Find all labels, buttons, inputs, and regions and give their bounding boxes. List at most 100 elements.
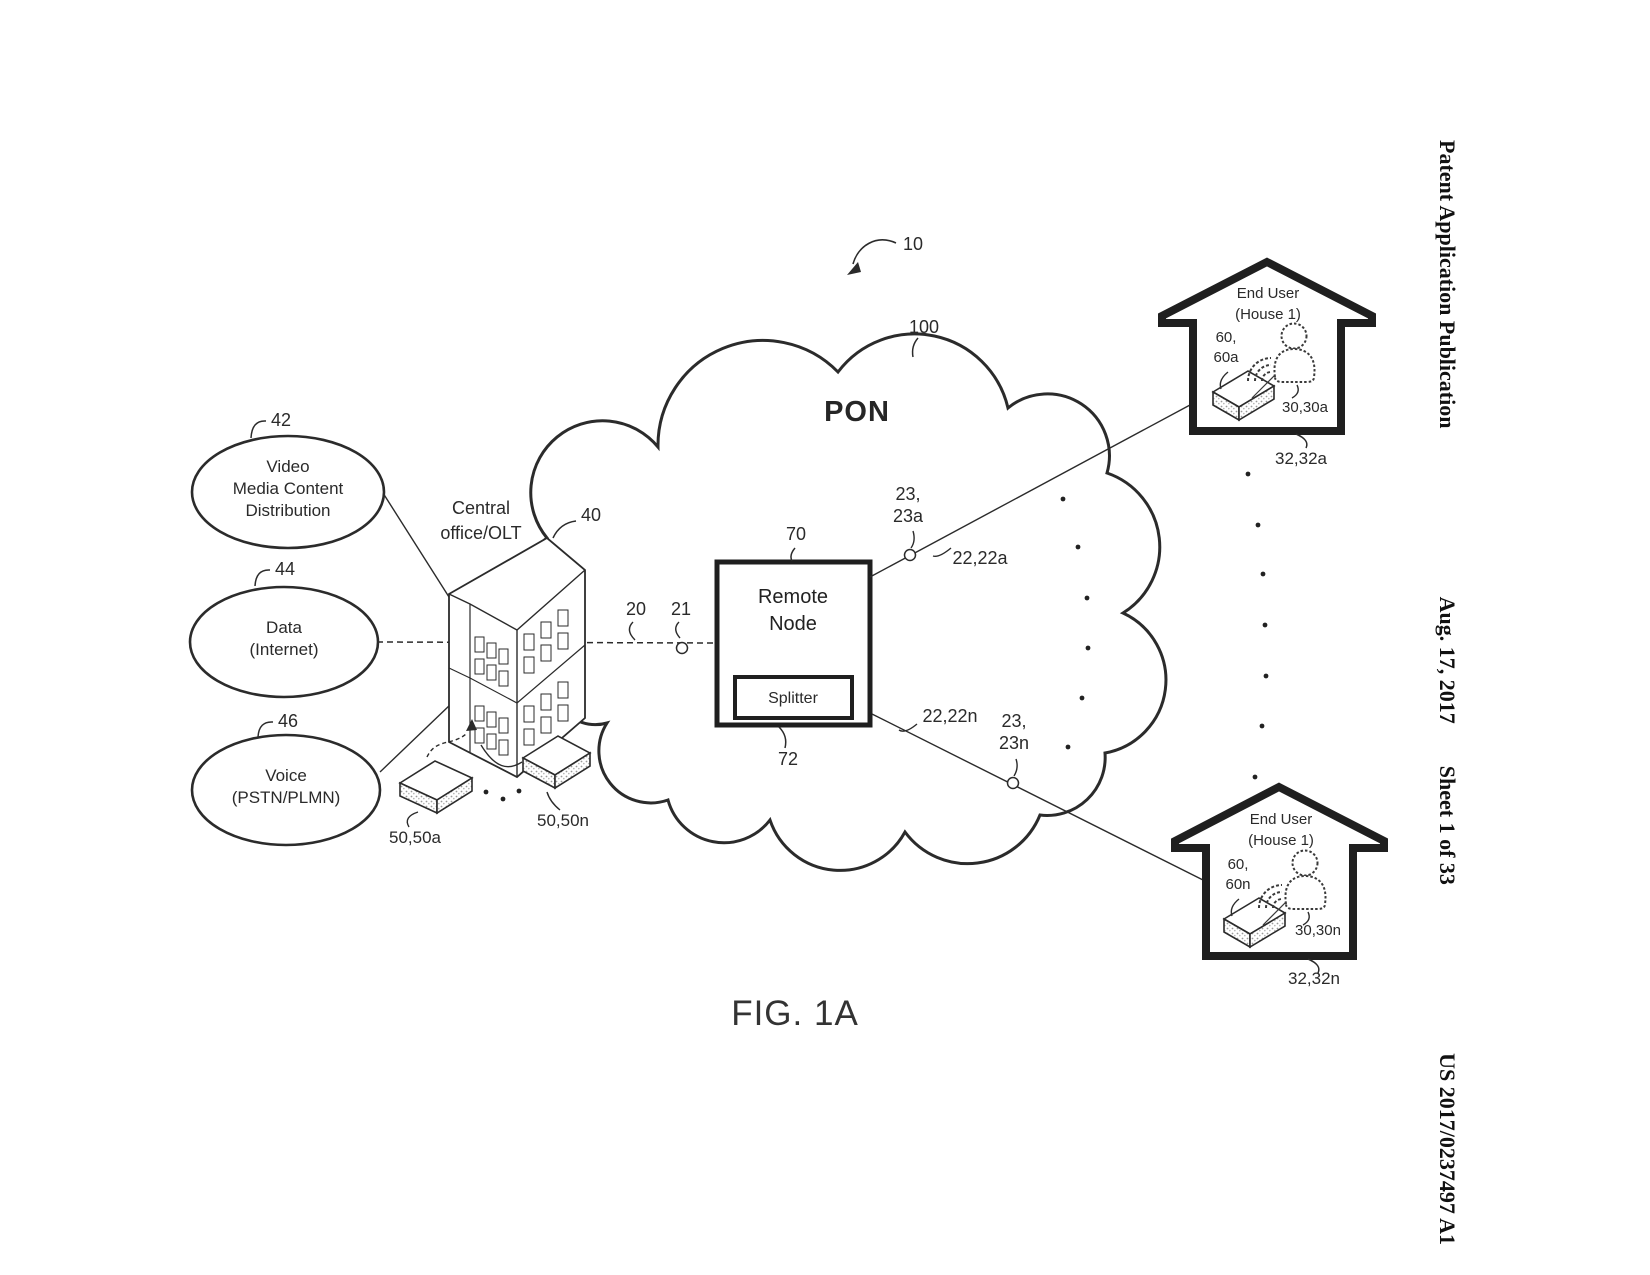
ref44-leader (254, 569, 271, 587)
remote-node-line2: Node (769, 613, 817, 635)
header-date-sheet: Aug. 17, 2017 Sheet 1 of 33 (1434, 597, 1460, 885)
ref22n-leader (898, 723, 918, 732)
voice-line1: Voice (265, 766, 307, 785)
house-bottom-ref: 32,32n (1288, 969, 1340, 988)
central-office-line2: office/OLT (440, 523, 522, 543)
remote-node-label: Remote Node (758, 584, 828, 638)
lower-port-line1: 23, (1001, 711, 1027, 731)
onu-modem-icon (1211, 370, 1276, 422)
upper-fiber-ref: 22,22a (952, 548, 1008, 568)
header-sheet: Sheet 1 of 33 (1435, 765, 1460, 885)
voice-ellipse (190, 733, 382, 847)
voice-line (379, 703, 452, 773)
splitter-label: Splitter (768, 690, 818, 707)
central-office-line1: Central (451, 498, 511, 518)
data-ref: 44 (274, 559, 296, 579)
house-top-ref: 32,32a (1275, 449, 1327, 468)
feeder-ref-21: 21 (670, 599, 692, 619)
card50n-connector (480, 744, 523, 768)
ref30-leader (1291, 384, 1299, 399)
splice-marker-21 (675, 641, 689, 655)
system-ref: 10 (902, 234, 924, 254)
line-card-50n (521, 735, 592, 790)
upper-port-line1: 23, (895, 484, 921, 504)
house-interior-graphic (1211, 322, 1316, 422)
data-ellipse (188, 585, 380, 699)
onu-bottom-line2: 60n (1225, 876, 1251, 893)
ref32n-leader (1307, 958, 1320, 974)
ref23n-leader (1013, 758, 1018, 777)
ref21-leader (675, 621, 681, 639)
data-line2: (Internet) (249, 640, 319, 659)
header-publication: Patent Application Publication (1435, 140, 1460, 429)
remote-node-ref: 70 (785, 524, 807, 544)
lower-fiber-line (871, 713, 1206, 882)
upper-fiber-line (869, 404, 1191, 578)
system-ref-arrow (847, 239, 897, 275)
video-line (382, 492, 450, 598)
splitter-ref: 72 (777, 749, 799, 769)
splitter-box (733, 675, 854, 720)
house-bottom-title1: End User (1249, 811, 1313, 828)
video-line1: Video (266, 457, 310, 476)
video-line2: Media Content (232, 479, 344, 498)
voice-line2: (PSTN/PLMN) (231, 788, 341, 807)
ref22a-leader (932, 547, 952, 558)
upper-port-line2: 23a (892, 506, 924, 526)
house-bottom (1171, 782, 1388, 974)
house-top-title1: End User (1236, 285, 1300, 302)
user-bottom-ref: 30,30n (1295, 922, 1341, 939)
house-top-title2: (House 1) (1235, 306, 1301, 323)
card50a-connector (426, 733, 467, 758)
house-bottom-title2: (House 1) (1248, 832, 1314, 849)
lower-port-line2: 23n (998, 733, 1030, 753)
ref23a-leader (910, 530, 915, 549)
voice-ref: 46 (277, 711, 299, 731)
ref72-leader (778, 726, 787, 749)
user-icon (1273, 322, 1316, 383)
cloud-ref-leader (911, 337, 919, 358)
ref40-leader (552, 520, 577, 539)
data-ellipse-label: Data (Internet) (250, 617, 319, 661)
ref70-leader (790, 547, 796, 562)
ref32a-leader (1295, 433, 1308, 449)
pon-label: PON (824, 396, 890, 428)
remote-node-line1: Remote (757, 586, 829, 608)
house-top (1158, 257, 1376, 449)
lower-fiber-ref: 22,22n (922, 706, 978, 726)
remote-node-box (714, 559, 873, 728)
cloud-ellipsis-dots (1060, 496, 1091, 750)
video-ellipse-label: Video Media Content Distribution (233, 456, 344, 522)
ref50a-leader (406, 811, 419, 828)
user-top-ref: 30,30a (1282, 399, 1328, 416)
cloud-ref: 100 (908, 317, 940, 337)
video-ellipse (190, 434, 386, 550)
onu-bottom-line1: 60, (1227, 856, 1249, 873)
line-card-50a (398, 760, 474, 815)
central-office-ref: 40 (580, 505, 602, 525)
onu-bottom-ref: 60, 60n (1225, 855, 1250, 895)
ref46-leader (257, 721, 274, 738)
data-line1: Data (266, 618, 302, 637)
card-ellipsis-dots (483, 788, 522, 802)
header-date: Aug. 17, 2017 (1435, 596, 1460, 724)
house-top-title: End User (House 1) (1235, 283, 1301, 325)
card50a-arrowhead (466, 719, 477, 731)
card50n-ref: 50,50n (537, 811, 589, 830)
patent-header: Patent Application Publication Aug. 17, … (1432, 140, 1460, 1245)
figure-caption: FIG. 1A (731, 994, 859, 1033)
wifi-signal-icon (1247, 357, 1272, 382)
central-office-building (448, 536, 586, 779)
ref50n-leader (546, 791, 561, 811)
onu-top-ref: 60, 60a (1213, 328, 1238, 368)
splice-marker-23n (1006, 776, 1020, 790)
central-office-label: Central office/OLT (440, 496, 521, 546)
video-line3: Distribution (245, 501, 331, 520)
ref60-leader (1219, 371, 1229, 390)
ref20-leader (628, 621, 636, 641)
splice-marker-23a (903, 548, 917, 562)
feeder-ref-20: 20 (625, 599, 647, 619)
video-ref: 42 (270, 410, 292, 430)
